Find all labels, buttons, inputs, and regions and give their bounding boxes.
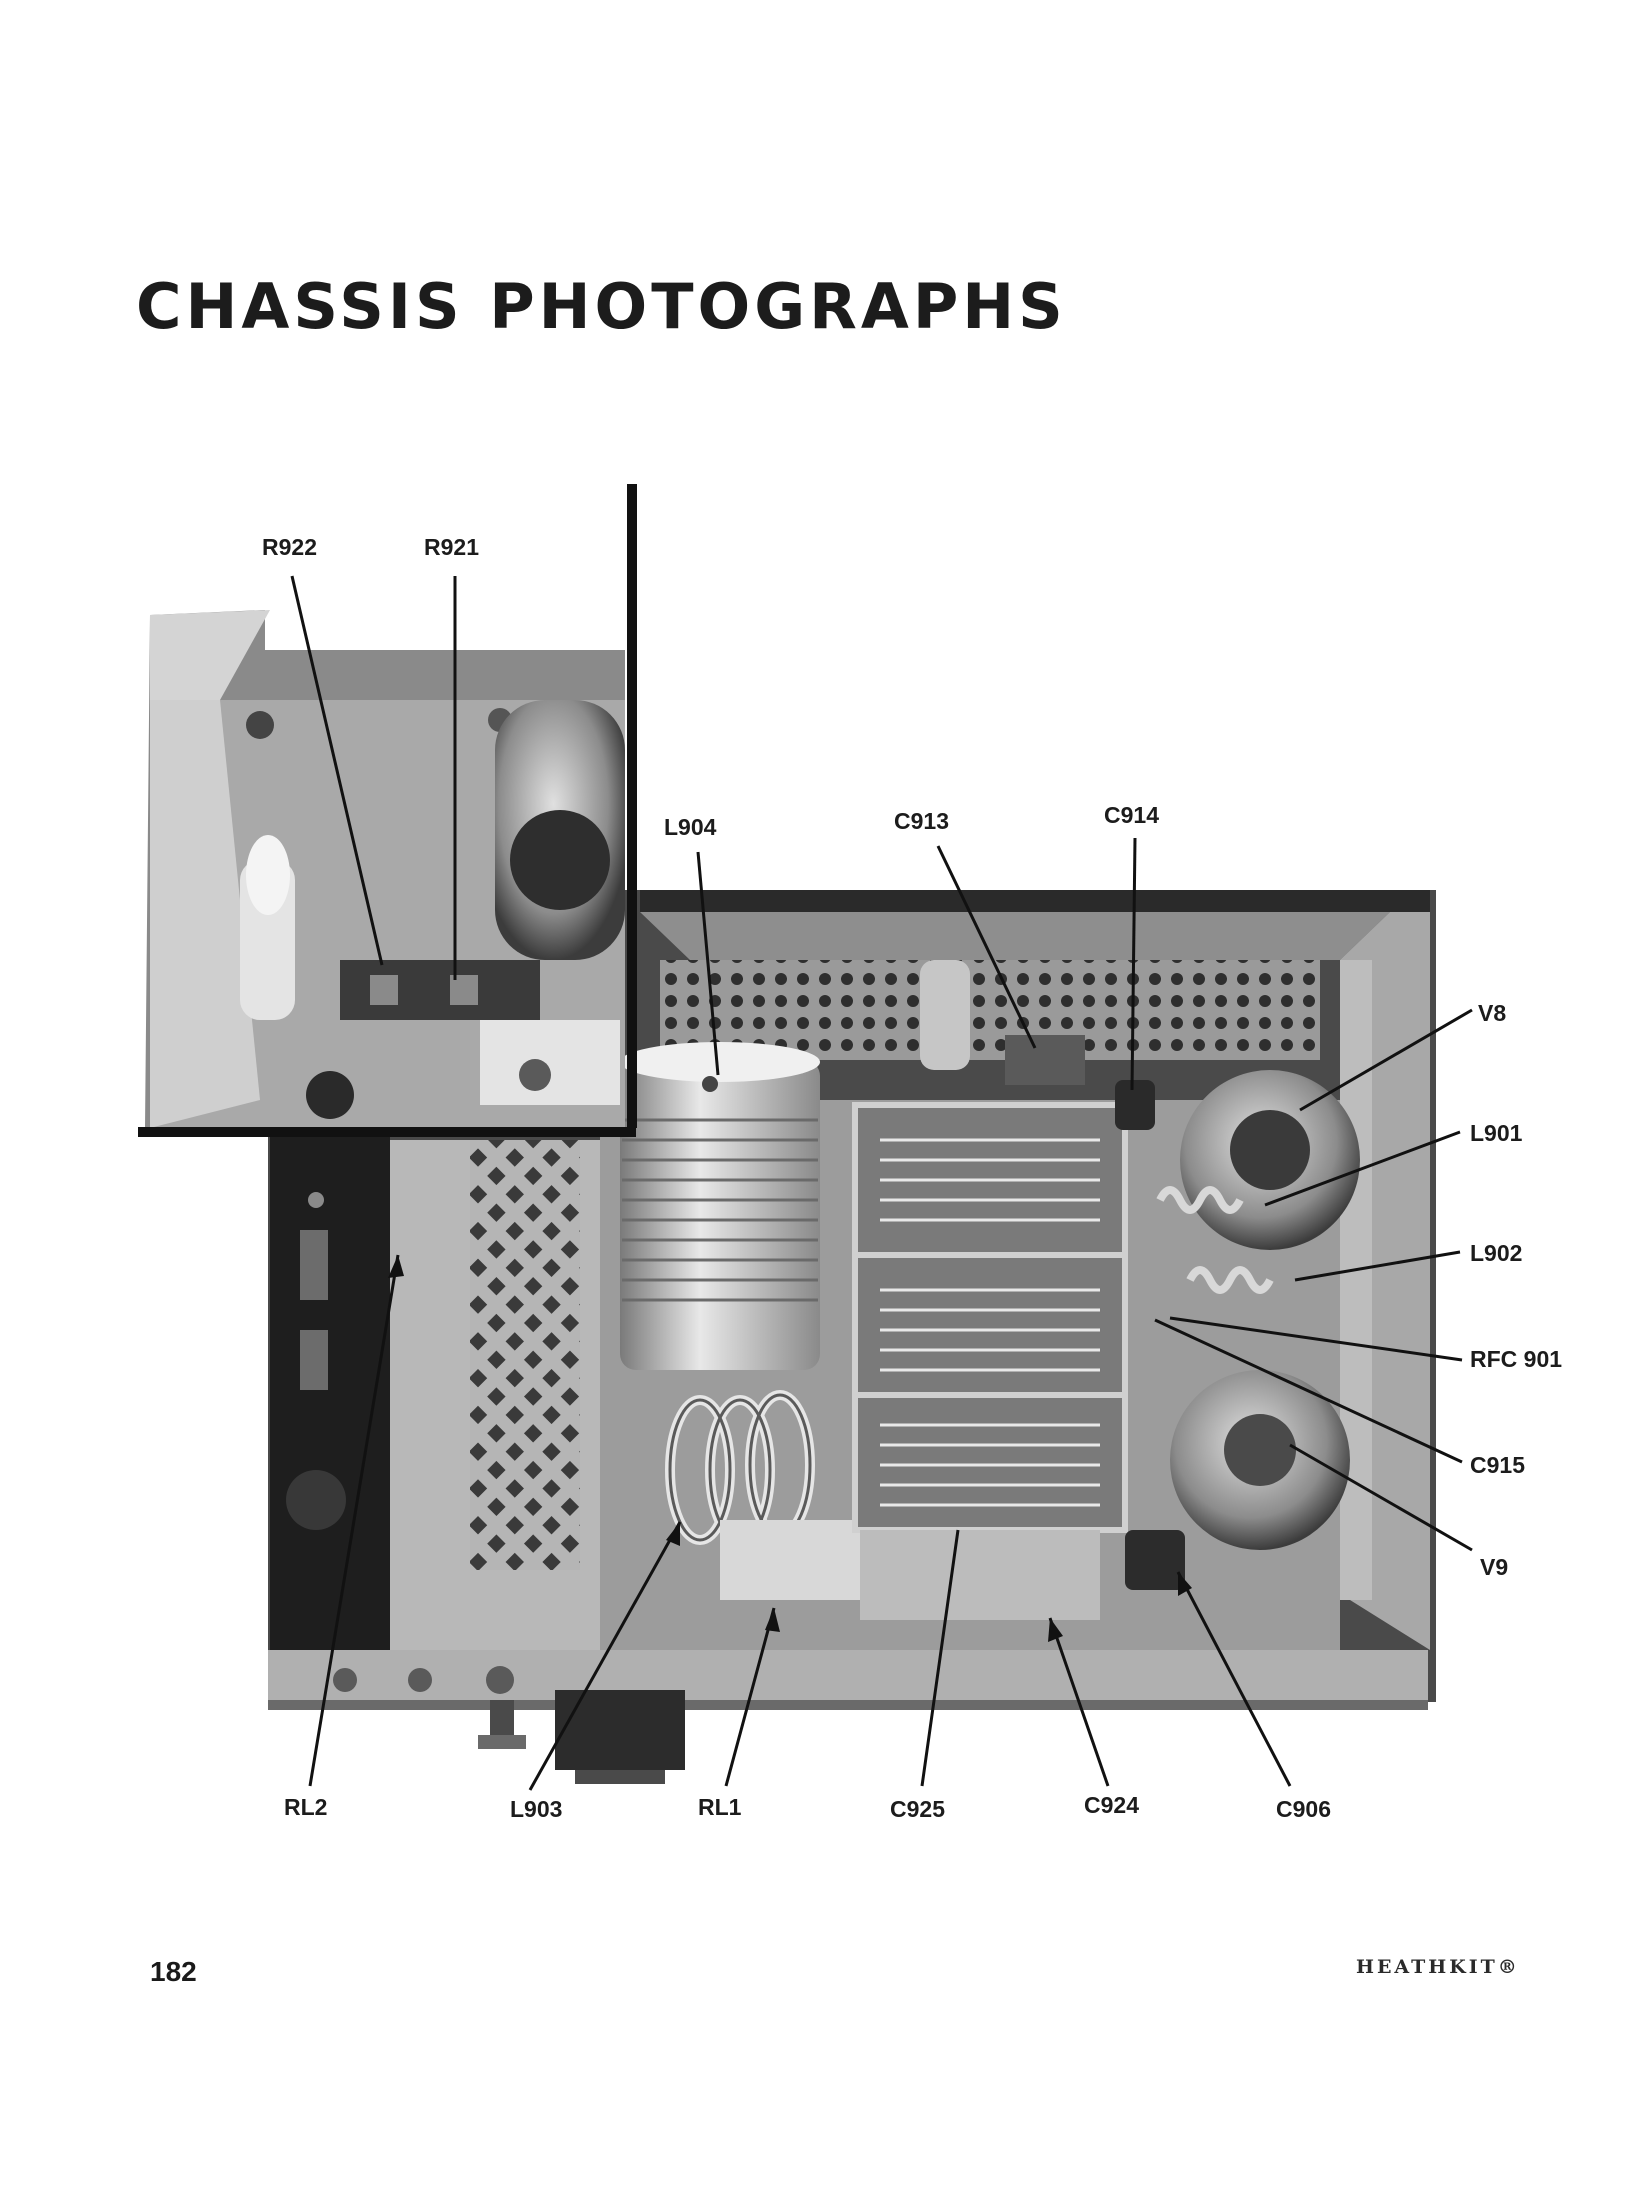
callout-c925: C925	[890, 1796, 945, 1822]
callout-rl1: RL1	[698, 1794, 742, 1820]
variable-capacitor	[852, 1102, 1128, 1620]
coil-l904	[620, 1042, 820, 1370]
callout-c913: C913	[894, 808, 949, 834]
callout-l904: L904	[664, 814, 717, 840]
brand-logo: HEATHKIT®	[1356, 1956, 1520, 1978]
callout-c914: C914	[1104, 802, 1159, 828]
tube-v8	[1180, 1070, 1360, 1250]
callout-v8: V8	[1478, 1000, 1507, 1026]
inset-photograph	[138, 484, 637, 1137]
page-number: 182	[150, 1956, 197, 1987]
callout-c924: C924	[1084, 1792, 1139, 1818]
callout-r922: R922	[262, 534, 317, 560]
callout-l901: L901	[1470, 1120, 1523, 1146]
coil-l901-l902	[1156, 1186, 1274, 1294]
callout-v9: V9	[1480, 1554, 1509, 1580]
callout-l902: L902	[1470, 1240, 1523, 1266]
relay-rl1	[720, 1520, 860, 1600]
callout-r921: R921	[424, 534, 479, 560]
callout-c915: C915	[1470, 1452, 1525, 1478]
leader-lines	[290, 575, 1473, 1791]
callout-rfc901: RFC 901	[1470, 1346, 1563, 1372]
callout-rl2: RL2	[284, 1794, 328, 1820]
tube-v9	[1170, 1370, 1350, 1550]
page-title: CHASSIS PHOTOGRAPHS	[136, 270, 1067, 343]
callout-l903: L903	[510, 1796, 563, 1822]
callout-c906: C906	[1276, 1796, 1331, 1822]
